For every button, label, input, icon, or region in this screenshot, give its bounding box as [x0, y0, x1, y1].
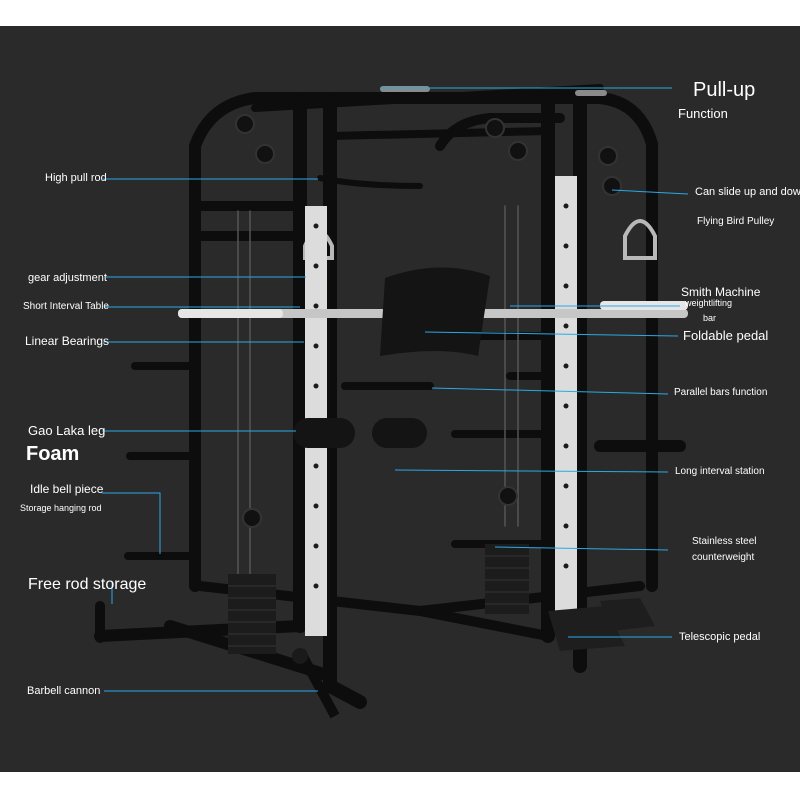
label-gao-laka-leg: Gao Laka leg: [28, 423, 106, 438]
label-flying-bird-pulley: Flying Bird Pulley: [697, 216, 775, 227]
gym-rack-illustration: [94, 84, 688, 719]
leader-parallel-bars: [431, 387, 669, 395]
label-function: Function: [678, 106, 728, 121]
leader-slide-up-down: [611, 189, 689, 195]
label-bar: bar: [703, 313, 717, 323]
label-storage-hanging-rod: Storage hanging rod: [20, 503, 102, 513]
label-telescopic-pedal: Telescopic pedal: [679, 631, 761, 643]
label-foldable-pedal: Foldable pedal: [683, 328, 769, 343]
label-idle-bell-piece: Idle bell piece: [30, 482, 104, 496]
label-smith-machine: Smith Machine: [681, 285, 761, 299]
label-parallel-bars-function: Parallel bars function: [674, 387, 768, 398]
label-stainless-steel: Stainless steel: [692, 536, 757, 547]
label-counterweight: counterweight: [692, 552, 755, 563]
label-weightlifting: weightlifting: [685, 298, 733, 308]
label-long-interval-station: Long interval station: [675, 466, 765, 477]
leader-foldable-pedal: [424, 331, 679, 337]
label-foam: Foam: [26, 443, 80, 465]
leader-lines: [102, 87, 689, 692]
product-photo-panel: Pull-up Function High pull rod Can slide…: [0, 26, 800, 772]
label-slide-up-down: Can slide up and down: [695, 186, 800, 198]
label-high-pull-rod: High pull rod: [45, 172, 107, 184]
label-pull-up: Pull-up: [693, 79, 756, 101]
label-linear-bearings: Linear Bearings: [25, 334, 110, 348]
label-gear-adjustment: gear adjustment: [28, 272, 107, 284]
leader-long-interval-station: [394, 469, 669, 473]
leader-idle-bell-piece: [102, 492, 161, 554]
label-free-rod-storage: Free rod storage: [28, 576, 147, 593]
leader-stainless-steel: [494, 546, 669, 551]
label-short-interval-table: Short Interval Table: [23, 301, 109, 312]
label-barbell-cannon: Barbell cannon: [27, 685, 101, 697]
